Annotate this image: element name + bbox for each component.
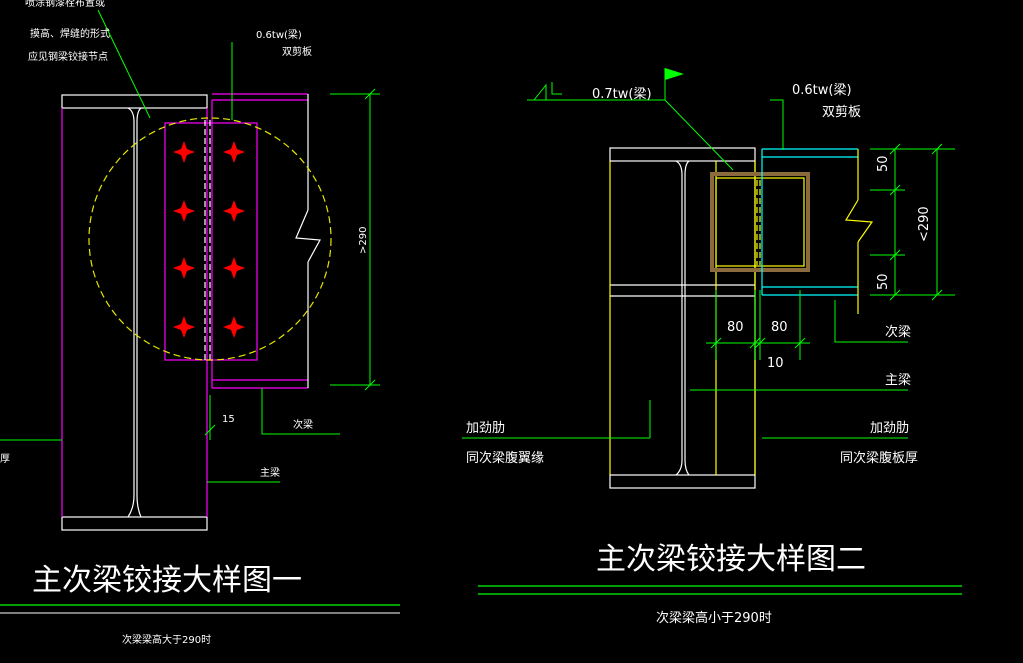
detail-1: 喷涂钢漆栓布置或 摸高、焊缝的形式 应见钢梁铰接节点 0.6tw(梁) 双剪板 … xyxy=(0,0,400,646)
note-line-2: 摸高、焊缝的形式 xyxy=(30,27,110,40)
break-line-icon xyxy=(844,149,874,314)
plate-label-2: 双剪板 xyxy=(822,104,861,120)
secondary-beam-label-2: 次梁 xyxy=(885,324,911,340)
plate-label-1: 双剪板 xyxy=(282,45,312,58)
field-weld-flag-icon xyxy=(664,68,684,100)
title-2: 主次梁铰接大样图二 xyxy=(596,542,866,577)
main-beam-label-2: 主梁 xyxy=(885,373,911,388)
secondary-beam-web-1 xyxy=(204,94,321,388)
dimensions-1 xyxy=(0,9,380,483)
bolt-group-1 xyxy=(173,141,245,338)
left-label-fragment: 厚 xyxy=(0,453,10,465)
plate-weld-label-2: 0.6tw(梁) xyxy=(792,83,852,98)
dim-top-2: 50 xyxy=(876,155,891,172)
dimensions-2 xyxy=(462,99,955,439)
detail-2: 0.7tw(梁) 0.6tw(梁) 双剪板 50 50 <290 80 80 1… xyxy=(462,68,962,626)
bolt-marker-icon xyxy=(173,316,195,338)
height-dim-2: <290 xyxy=(917,206,932,242)
main-beam-label-1: 主梁 xyxy=(260,466,280,479)
title-1: 主次梁铰接大样图一 xyxy=(32,563,302,598)
gap-dim-1: 15 xyxy=(222,414,235,425)
note-line-1: 喷涂钢漆栓布置或 xyxy=(25,0,105,9)
secondary-beam-2 xyxy=(761,148,858,296)
main-beam-section-2 xyxy=(609,147,756,489)
stiffener-left-line-2: 同次梁腹翼缘 xyxy=(466,450,544,466)
stiffener-left-line-1: 加劲肋 xyxy=(466,421,505,436)
secondary-beam-label-1: 次梁 xyxy=(293,418,313,431)
note-line-3: 应见钢梁铰接节点 xyxy=(28,50,108,63)
bolt-marker-icon xyxy=(173,257,195,279)
bolt-marker-icon xyxy=(223,200,245,222)
bolt-marker-icon xyxy=(223,141,245,163)
stiffener-right-line-2: 同次梁腹板厚 xyxy=(840,450,918,466)
height-dim-1: >290 xyxy=(358,227,369,254)
bolt-marker-icon xyxy=(223,316,245,338)
detail-circle-1 xyxy=(88,117,332,361)
bolt-marker-icon xyxy=(173,200,195,222)
labels-2: 0.7tw(梁) 0.6tw(梁) 双剪板 50 50 <290 80 80 1… xyxy=(466,83,932,626)
shear-plate-2 xyxy=(715,177,805,267)
dim-gap-2: 10 xyxy=(767,356,784,371)
main-beam-section-1 xyxy=(61,94,208,531)
bolt-marker-icon xyxy=(223,257,245,279)
dim-bottom-2: 50 xyxy=(876,273,891,290)
weld-box-2 xyxy=(710,172,810,272)
stiffener-right-line-1: 加劲肋 xyxy=(870,421,909,436)
bolt-marker-icon xyxy=(173,141,195,163)
subtitle-1: 次梁梁高大于290时 xyxy=(122,633,211,646)
weld-label-suffix: (梁) xyxy=(284,28,302,41)
weld-label-2: 0.7tw(梁) xyxy=(592,87,652,102)
dim-left-2: 80 xyxy=(727,320,744,335)
subtitle-2: 次梁梁高小于290时 xyxy=(656,610,772,626)
labels-1: 喷涂钢漆栓布置或 摸高、焊缝的形式 应见钢梁铰接节点 0.6tw(梁) 双剪板 … xyxy=(0,0,369,646)
weld-label-value: 0.6tw xyxy=(256,30,284,41)
weld-label-1: 0.6tw(梁) xyxy=(256,28,302,41)
dim-right-2: 80 xyxy=(771,320,788,335)
